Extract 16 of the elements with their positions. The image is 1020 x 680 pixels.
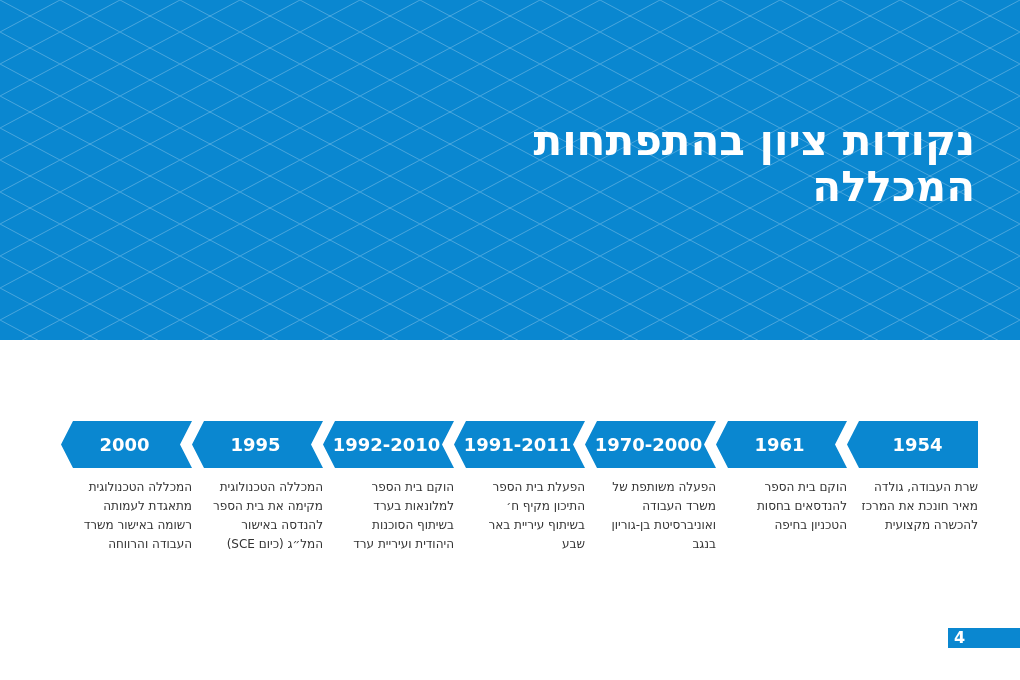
event-description: שרת העבודה, גולדה מאיר חונכת את המרכז להכשרה מקצועית	[860, 479, 978, 534]
page-title: נקודות ציון בהתפתחות המכללה	[532, 118, 975, 210]
event-description: הוקם בית הספר למלונאות בערד בשיתוף הסוכנות היהודית ועיריית ערד	[352, 479, 454, 553]
year-banner: 1995	[192, 421, 323, 468]
year-banner: 1954	[847, 421, 978, 468]
event-description: הפעלה משותפת של משרד העבודה ואוניברסיטת בן-גוריון בנגב	[610, 479, 716, 553]
year-banner: 2000	[61, 421, 192, 468]
event-description: הוקם בית הספר להנדסאים בחסות הטכניון בחיפה	[756, 479, 847, 534]
event-description: הפעלת בית הספר התיכון מקיף ח׳ בשיתוף עיריית באר שבע	[487, 479, 585, 553]
event-description: המכללה הטכנולוגית מתאגדת לעמותה רשומה באישור משרד העבודה והרווחה	[82, 479, 192, 553]
event-description: המכללה הטכנולוגית מקימה את בית הספר להנדסה באישור המל״ג (כיום SCE)	[211, 479, 323, 553]
year-banner: 1961	[716, 421, 847, 468]
year-banner: 1992-2010	[323, 421, 454, 468]
year-banner: 1970-2000	[585, 421, 716, 468]
year-banner: 1991-2011	[454, 421, 585, 468]
page-number: 4	[948, 628, 1020, 648]
